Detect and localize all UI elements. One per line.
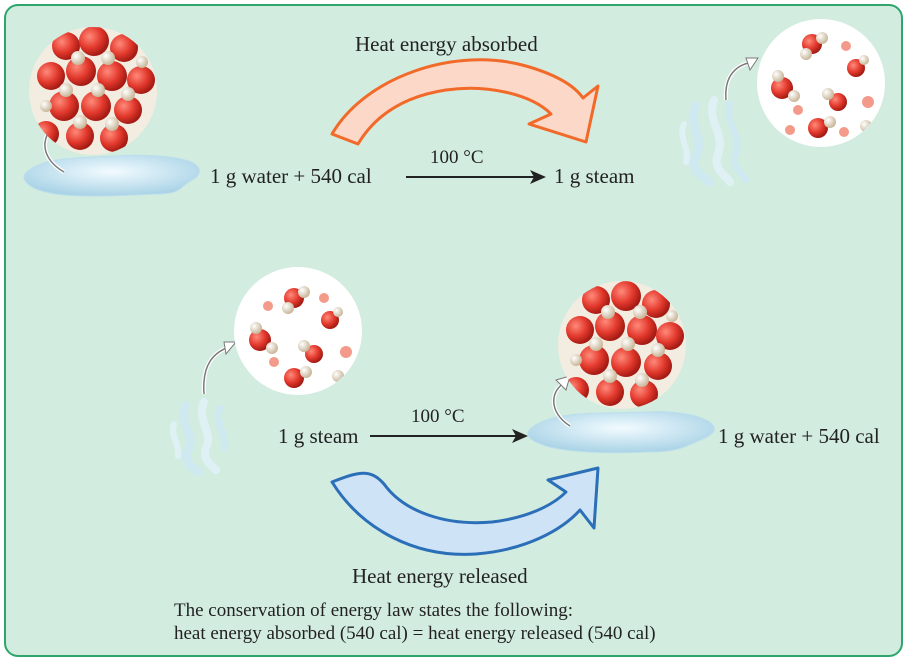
heat-absorbed-arc xyxy=(330,58,600,146)
steam-vapor-icon xyxy=(679,96,750,187)
top-product-label: 1 g steam xyxy=(554,164,635,188)
steam-molecules-icon xyxy=(757,19,885,147)
heat-released-label: Heat energy released xyxy=(352,564,528,588)
top-condition-label: 100 °C xyxy=(430,147,484,168)
bottom-products-label: 1 g water + 540 cal xyxy=(718,424,880,448)
heat-absorbed-label: Heat energy absorbed xyxy=(355,32,538,56)
bottom-reactant-label: 1 g steam xyxy=(278,424,359,448)
top-reactants-label: 1 g water + 540 cal xyxy=(210,164,372,188)
footer-line-1: The conservation of energy law states th… xyxy=(174,600,574,621)
reaction-arrow-top xyxy=(530,170,546,184)
heat-released-arc xyxy=(330,466,600,556)
puddle-icon xyxy=(23,154,200,197)
bottom-condition-label: 100 °C xyxy=(411,406,465,427)
diagram-graphics xyxy=(23,19,885,556)
footer-line-2: heat energy absorbed (540 cal) = heat en… xyxy=(174,623,656,644)
reaction-arrow-bottom xyxy=(512,429,528,443)
diagram-panel: Heat energy absorbed 1 g water + 540 cal… xyxy=(4,4,903,657)
